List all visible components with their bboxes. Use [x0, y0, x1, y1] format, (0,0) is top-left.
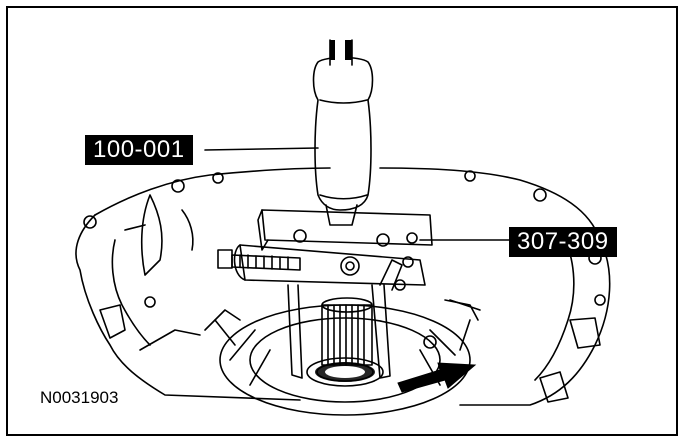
puller-legs — [287, 259, 403, 379]
puller-frame — [233, 209, 433, 291]
leader-lines — [204, 147, 511, 241]
figure-id: N0031903 — [40, 388, 119, 407]
callout-tool-100-001: 100-001 — [85, 135, 193, 165]
slide-hammer — [312, 39, 374, 226]
forcing-screw — [217, 249, 301, 271]
callout-tool-307-309: 307-309 — [509, 227, 617, 257]
direction-arrow-icon — [397, 362, 477, 393]
